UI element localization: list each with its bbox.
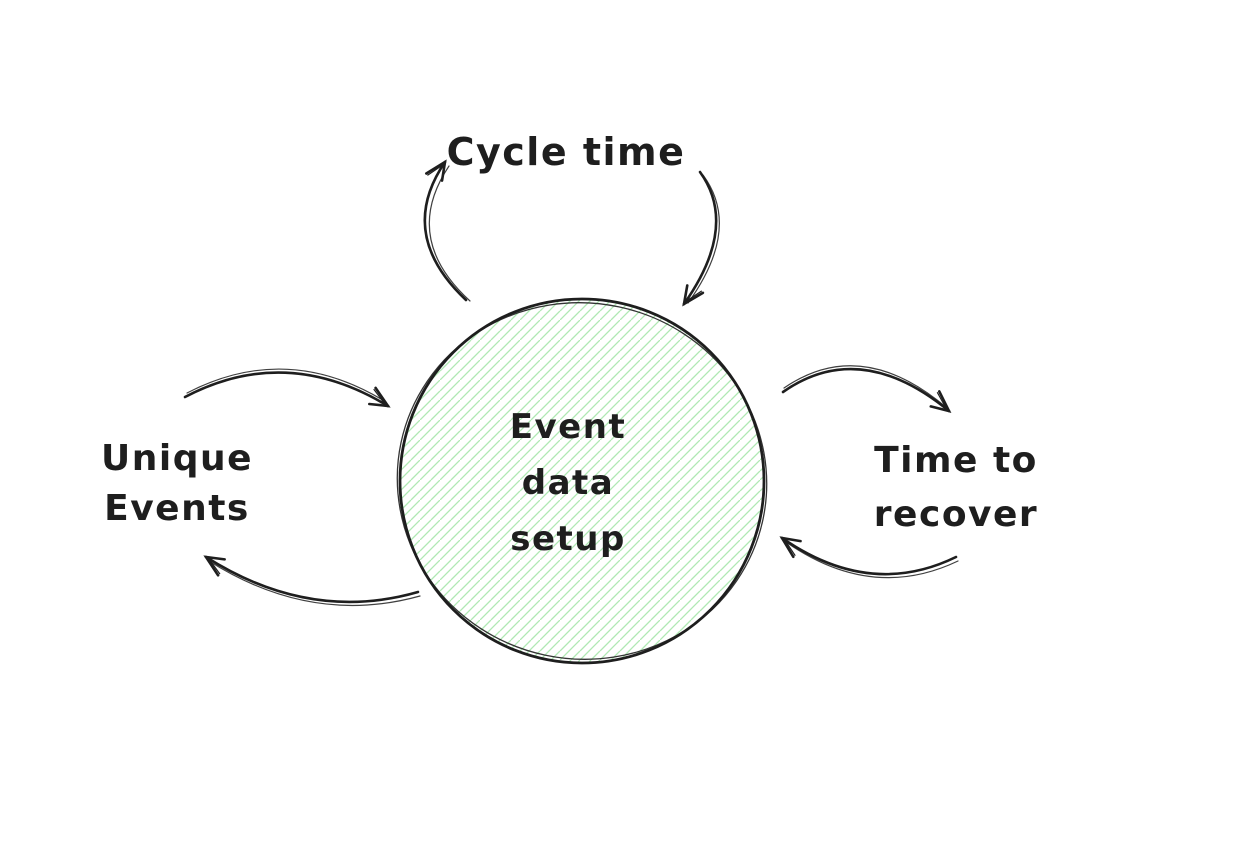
center-node-shape (396, 297, 768, 665)
arrow-unique-events-to-circle (183, 368, 391, 408)
center-node-label: Event data setup (509, 407, 627, 559)
label-unique-events: Unique Events (100, 438, 254, 529)
label-time-to-recover: Time to recover (873, 440, 1039, 535)
arrow-circle-to-unique-events (203, 555, 421, 607)
arrow-cycle-time-to-circle (682, 170, 720, 307)
arrow-circle-to-cycle-time (423, 159, 471, 302)
label-cycle-time: Cycle time (446, 130, 686, 174)
arrow-circle-to-time-to-recover (781, 365, 952, 413)
arrow-time-to-recover-to-circle (779, 536, 959, 579)
